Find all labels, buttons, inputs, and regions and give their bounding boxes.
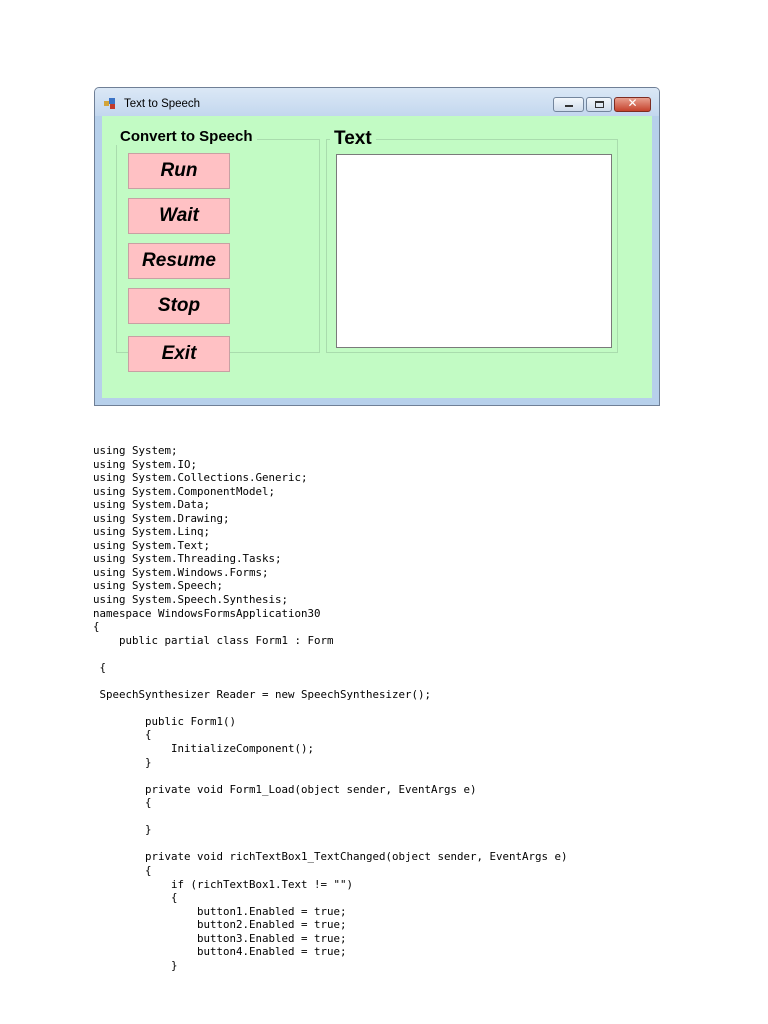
maximize-icon (595, 101, 604, 108)
close-icon: ✕ (627, 96, 638, 110)
app-icon (104, 98, 116, 109)
window-title: Text to Speech (124, 98, 201, 110)
code-line: { (93, 891, 178, 905)
code-line: public Form1() (93, 714, 237, 728)
code-line: using System.Windows.Forms; (93, 565, 269, 579)
code-line: { (93, 660, 107, 674)
code-line: using System; (93, 444, 178, 457)
code-line: private void richTextBox1_TextChanged(ob… (93, 850, 568, 864)
code-line (93, 837, 568, 851)
code-line: using System.Drawing; (93, 511, 230, 525)
code-line: using System.Data; (93, 498, 211, 512)
minimize-icon (565, 105, 573, 107)
code-line: { (93, 620, 100, 634)
code-line: } (93, 823, 152, 837)
stop-button[interactable]: Stop (128, 288, 230, 324)
code-line: SpeechSynthesizer Reader = new SpeechSyn… (93, 687, 432, 701)
text-group (326, 139, 618, 353)
code-line: public partial class Form1 : Form (93, 633, 334, 647)
code-line: using System.Speech; (93, 579, 224, 593)
run-button[interactable]: Run (128, 153, 230, 189)
code-line: using System.IO; (93, 457, 198, 471)
text-group-title: Text (330, 128, 376, 150)
code-listing: using System;using System.IO;using Syste… (93, 444, 568, 972)
resume-button[interactable]: Resume (128, 243, 230, 279)
code-line: using System.ComponentModel; (93, 484, 276, 498)
maximize-button[interactable] (586, 97, 612, 112)
code-line: using System.Threading.Tasks; (93, 552, 282, 566)
code-line: button4.Enabled = true; (93, 945, 347, 959)
close-button[interactable]: ✕ (614, 96, 651, 112)
code-line: using System.Collections.Generic; (93, 471, 308, 485)
code-line: using System.Text; (93, 538, 211, 552)
code-line: } (93, 755, 152, 769)
code-line: } (93, 958, 178, 972)
code-line: { (93, 796, 152, 810)
code-line (93, 810, 568, 824)
code-line: { (93, 728, 152, 742)
code-line: using System.Linq; (93, 525, 211, 539)
window-titlebar[interactable]: Text to Speech ✕ (95, 88, 659, 116)
code-line: button3.Enabled = true; (93, 931, 347, 945)
code-line (93, 701, 568, 715)
code-line (93, 647, 568, 661)
code-line: private void Form1_Load(object sender, E… (93, 782, 477, 796)
code-line: namespace WindowsFormsApplication30 (93, 606, 321, 620)
text-input-richtextbox[interactable] (336, 154, 612, 348)
code-line: if (richTextBox1.Text != "") (93, 877, 354, 891)
minimize-button[interactable] (553, 97, 584, 112)
exit-button[interactable]: Exit (128, 336, 230, 372)
code-line: using System.Speech.Synthesis; (93, 593, 289, 607)
code-line: { (93, 863, 152, 877)
wait-button[interactable]: Wait (128, 198, 230, 234)
code-line (93, 674, 568, 688)
code-line: button2.Enabled = true; (93, 918, 347, 932)
code-line (93, 769, 568, 783)
convert-to-speech-group-title: Convert to Speech (116, 128, 257, 145)
code-line: InitializeComponent(); (93, 742, 315, 756)
code-line: button1.Enabled = true; (93, 904, 347, 918)
